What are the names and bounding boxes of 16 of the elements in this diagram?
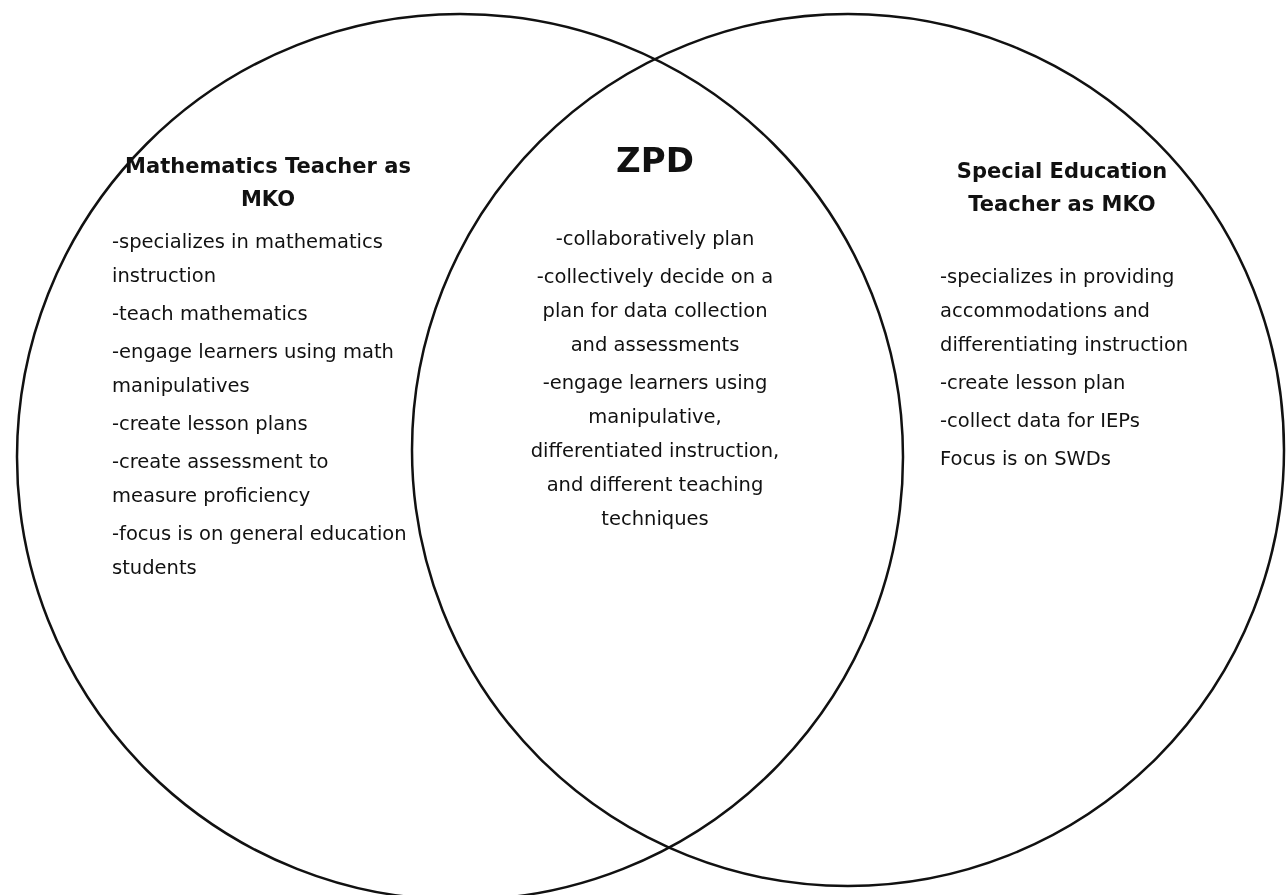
list-item: -engage learners using math manipulatives	[112, 339, 395, 399]
list-item: -focus is on general education students	[112, 521, 408, 581]
list-item: -collaboratively plan	[554, 226, 756, 252]
circle-heading: Special Education Teacher as MKO	[955, 158, 1169, 218]
list-item: -specializes in providing accommodations and differentiating instruction	[940, 264, 1190, 358]
list-item: -collectively decide on a plan for data collection and assessments	[535, 264, 775, 358]
list-item: -specializes in mathematics instruction	[112, 229, 384, 289]
list-item: -create lesson plans	[112, 411, 309, 437]
circle-heading: Mathematics Teacher as MKO	[124, 153, 412, 213]
list-item: Focus is on SWDs	[940, 446, 1112, 472]
overlap-heading: ZPD	[615, 140, 695, 180]
list-item: -create lesson plan	[940, 370, 1127, 396]
list-item: -teach mathematics	[112, 301, 309, 327]
list-item: -engage learners using manipulative, differentiated instruction, and different teaching techniques	[529, 370, 781, 532]
list-item: -collect data for IEPs	[940, 408, 1141, 434]
list-item: -create assessment to measure proficiency	[112, 449, 330, 509]
